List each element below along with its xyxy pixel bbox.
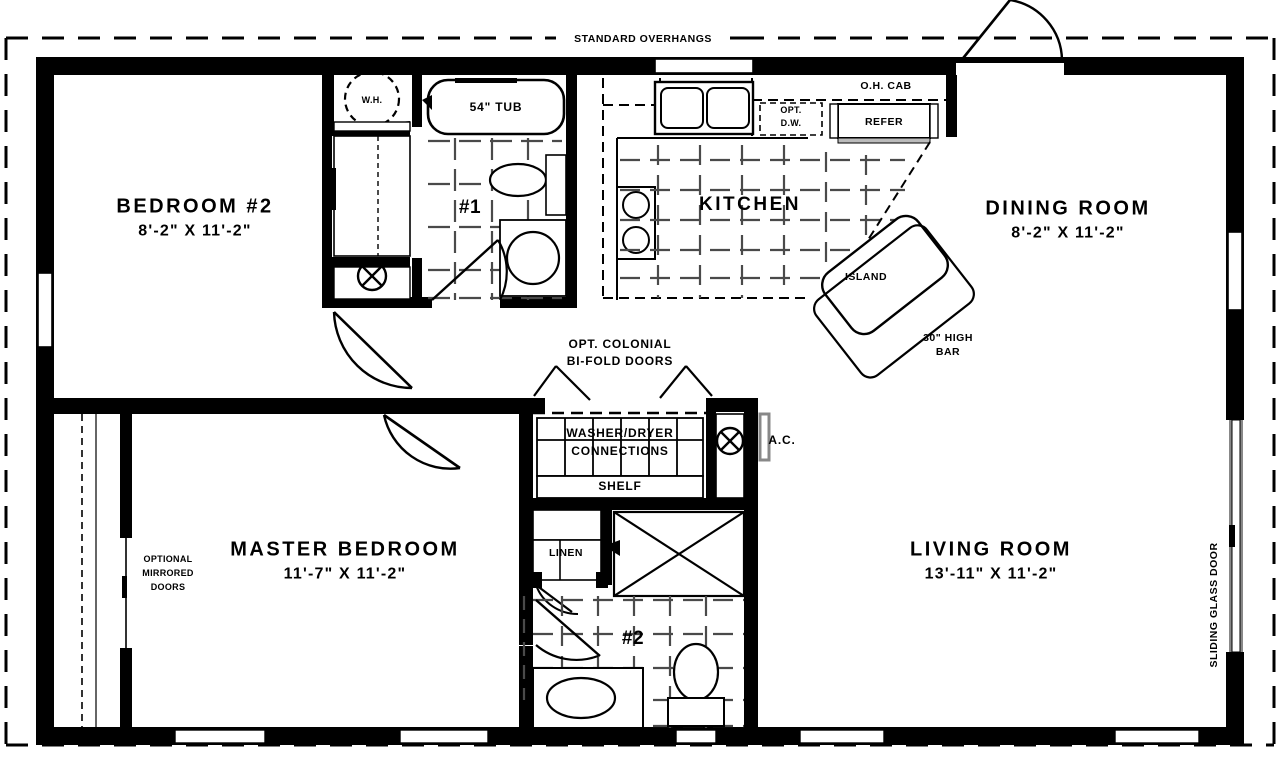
bedroom2-closet	[331, 135, 411, 257]
linen-closet	[530, 509, 608, 616]
laundry-closet	[533, 411, 771, 499]
bathroom-1	[422, 78, 567, 301]
hall-door-bedroom2[interactable]	[332, 311, 413, 390]
bathroom-2	[522, 596, 744, 729]
hall-door-master[interactable]	[382, 413, 461, 470]
bifold-door-leaders	[533, 365, 713, 401]
entry-door[interactable]	[956, 0, 1064, 63]
shower-stall	[604, 510, 746, 598]
furnace-vent-bedroom2	[333, 260, 411, 300]
kitchen	[602, 78, 975, 379]
master-closet-mirrored-doors	[81, 414, 127, 728]
standard-overhang-outline	[4, 36, 1276, 747]
water-heater-closet	[333, 70, 411, 132]
interior-walls	[36, 75, 957, 732]
exterior-windows	[37, 58, 1243, 744]
sliding-glass-door[interactable]	[1226, 419, 1244, 653]
